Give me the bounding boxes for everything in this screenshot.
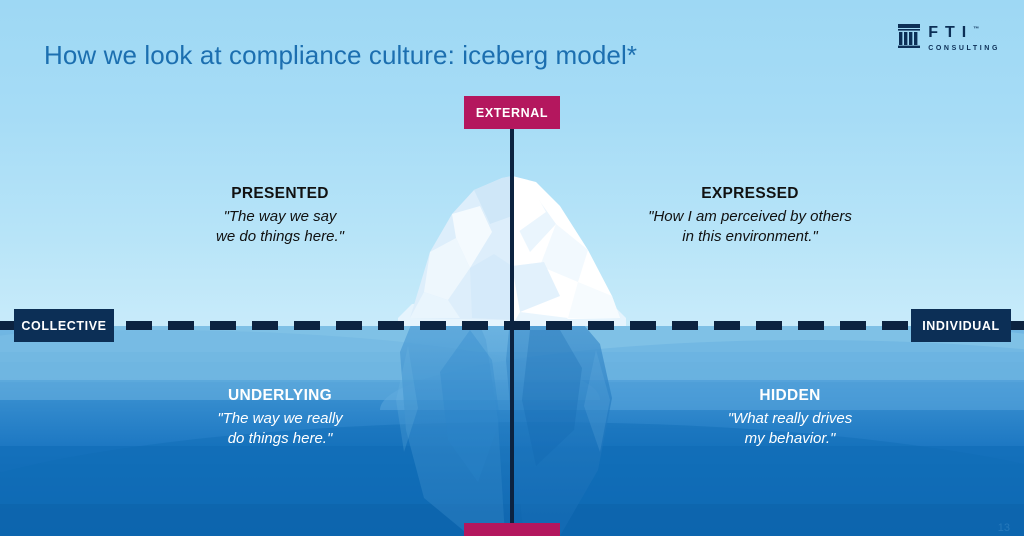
- iceberg-tip: [398, 176, 626, 326]
- vertical-axis-line: [510, 118, 514, 536]
- logo-wordmark: FTI: [928, 24, 974, 41]
- quadrant-underlying-quote-line2: do things here.": [227, 429, 333, 447]
- logo-subtitle: CONSULTING: [928, 45, 1000, 52]
- badge-external[interactable]: EXTERNAL: [464, 96, 560, 129]
- fti-consulting-logo: FTI™ CONSULTING: [898, 24, 1000, 52]
- iceberg-submerged: [396, 326, 612, 536]
- quadrant-expressed: EXPRESSED "How I am perceived by others …: [590, 185, 910, 247]
- quadrant-underlying-heading: UNDERLYING: [227, 387, 333, 404]
- quadrant-underlying-quote-line1: "The way we really: [217, 410, 343, 427]
- quadrant-presented-quote-line1: "The way we say: [223, 208, 337, 225]
- badge-internal-bottom[interactable]: [464, 523, 560, 536]
- badge-individual[interactable]: INDIVIDUAL: [911, 309, 1011, 342]
- quadrant-expressed-quote-line1: "How I am perceived by others: [648, 208, 852, 225]
- quadrant-presented: PRESENTED "The way we say we do things h…: [120, 185, 440, 247]
- fti-building-columns-icon: [898, 24, 921, 48]
- badge-collective[interactable]: COLLECTIVE: [14, 309, 114, 342]
- quadrant-expressed-quote-line2: in this environment.": [682, 227, 818, 245]
- badge-collective-label: COLLECTIVE: [21, 318, 107, 333]
- quadrant-hidden: HIDDEN "What really drives my behavior.": [630, 387, 950, 449]
- logo-trademark: ™: [973, 26, 980, 33]
- quadrant-underlying: UNDERLYING "The way we really do things …: [120, 387, 440, 449]
- badge-individual-label: INDIVIDUAL: [922, 318, 1000, 333]
- page-number: 13: [997, 522, 1010, 534]
- quadrant-expressed-heading: EXPRESSED: [701, 185, 799, 202]
- quadrant-hidden-quote-line1: "What really drives: [727, 410, 853, 427]
- quadrant-presented-quote-line2: we do things here.": [216, 227, 344, 245]
- quadrant-hidden-heading: HIDDEN: [759, 387, 821, 404]
- badge-external-label: EXTERNAL: [475, 105, 549, 120]
- quadrant-presented-heading: PRESENTED: [231, 185, 329, 202]
- page-title: How we look at compliance culture: icebe…: [44, 40, 638, 70]
- quadrant-hidden-quote-line2: my behavior.": [744, 429, 836, 447]
